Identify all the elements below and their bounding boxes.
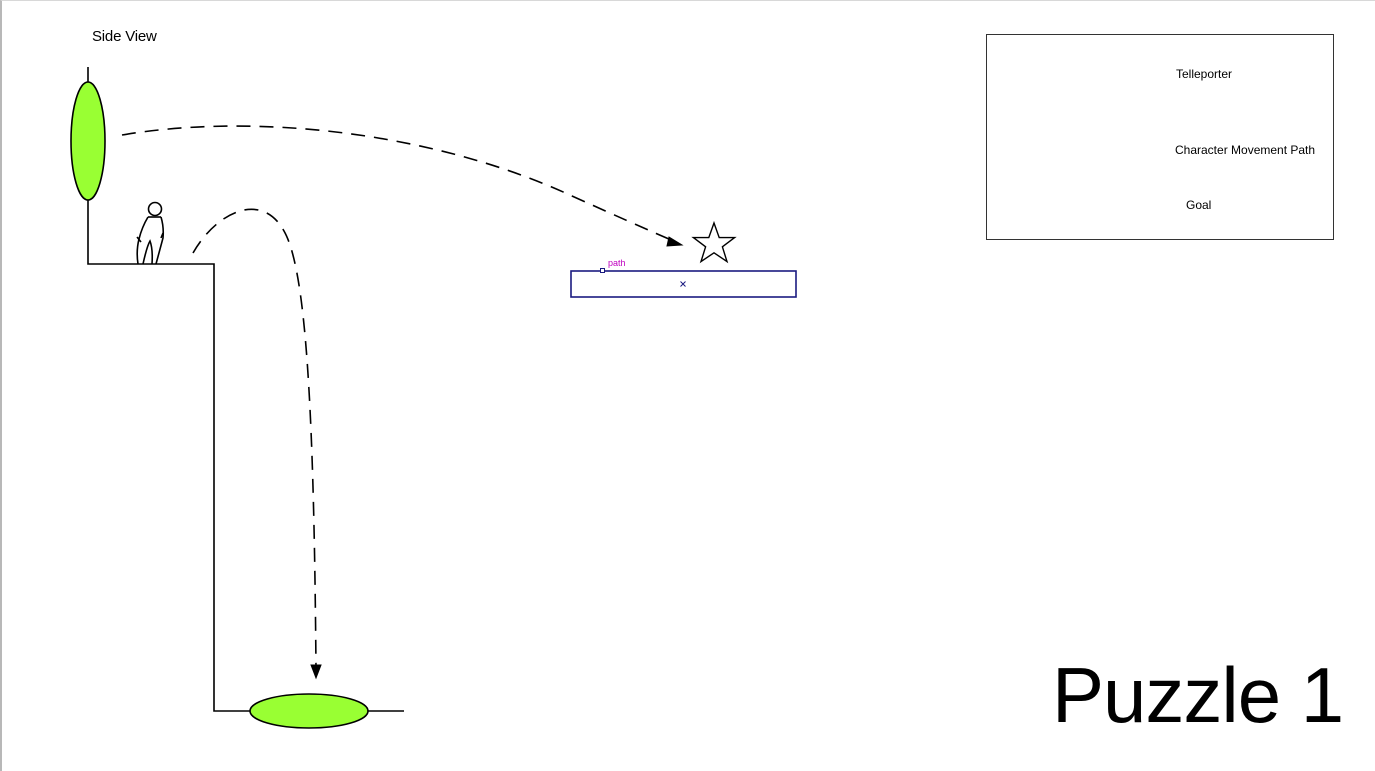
selection-center-icon xyxy=(680,281,686,287)
legend-label-goal: Goal xyxy=(1186,198,1212,212)
arrowhead-down-icon xyxy=(310,664,322,680)
movement-path-to-goal xyxy=(121,125,679,244)
goal-star-icon[interactable] xyxy=(691,220,737,264)
legend-label-teleporter: Telleporter xyxy=(1176,67,1233,81)
view-title: Side View xyxy=(92,28,157,45)
legend xyxy=(986,34,1334,240)
selection-tag: path xyxy=(608,258,626,268)
selection-anchor-handle[interactable] xyxy=(600,268,605,273)
selection-box[interactable] xyxy=(570,270,797,298)
lower-teleporter-icon[interactable] xyxy=(249,693,369,729)
arrowhead-icon xyxy=(666,236,684,247)
upper-teleporter-icon[interactable] xyxy=(70,81,106,201)
puzzle-title: Puzzle 1 xyxy=(1052,651,1344,739)
cliff-outline xyxy=(87,67,404,712)
legend-label-movement-path: Character Movement Path xyxy=(1175,143,1316,157)
movement-path-down xyxy=(192,208,317,670)
character-icon[interactable] xyxy=(136,201,165,265)
